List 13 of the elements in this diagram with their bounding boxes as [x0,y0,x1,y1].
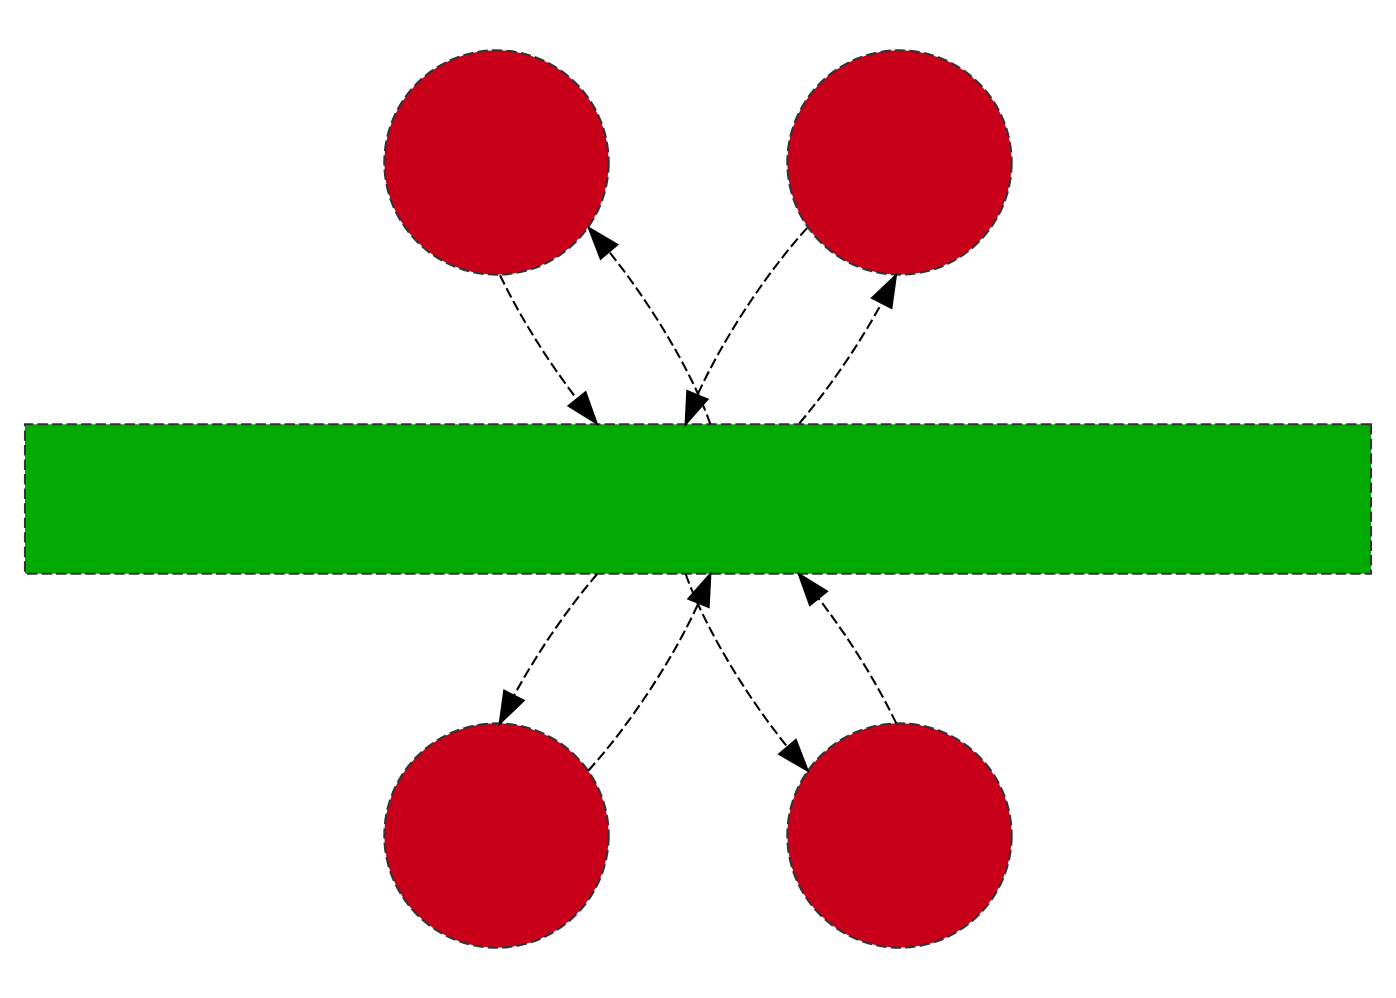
arrow [684,227,808,427]
arrow [499,274,599,426]
node-circle [786,722,1013,949]
arrow [796,571,898,724]
arrow [798,272,898,424]
arrow [498,573,598,727]
node-circle [383,722,610,949]
arrow [586,225,712,425]
node-bar [23,423,1373,575]
arrow [587,571,712,772]
node-circle [786,49,1013,276]
node-circle [383,49,610,276]
arrow [684,573,810,774]
